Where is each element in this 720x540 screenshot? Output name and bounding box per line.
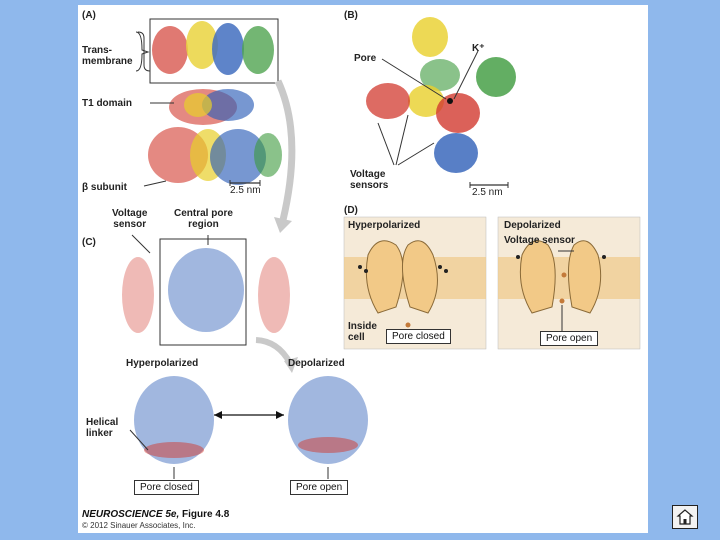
t1-domain-label: T1 domain <box>82 98 133 109</box>
panel-d-pore-open-label: Pore open <box>540 331 599 346</box>
voltage-sensors-label: Voltage sensors <box>350 169 389 191</box>
transmembrane-label: Trans- membrane <box>82 45 133 67</box>
panel-b-scale-label: 2.5 nm <box>472 187 503 198</box>
panel-c-depolarized-label: Depolarized <box>288 358 345 369</box>
panel-d-hyperpolarized-label: Hyperpolarized <box>348 220 421 231</box>
panel-d-schematics <box>343 216 641 350</box>
panel-d-letter: (D) <box>344 205 358 216</box>
panel-d-voltage-sensor-label: Voltage sensor <box>504 235 575 246</box>
panel-c-letter: (C) <box>82 237 96 248</box>
panel-d-depolarized-label: Depolarized <box>504 220 561 231</box>
panel-c-structure <box>122 234 368 479</box>
panel-b-structure <box>366 17 516 188</box>
figure-drawing <box>122 17 641 479</box>
home-button[interactable] <box>672 505 698 529</box>
voltage-sensor-label: Voltage sensor <box>112 208 148 230</box>
credit-figure: Figure 4.8 <box>182 509 230 520</box>
figure-panel: (A) Trans- membrane T1 domain β subunit … <box>78 5 648 533</box>
panel-a-structure <box>135 18 282 187</box>
home-icon <box>676 509 694 525</box>
panel-c-pore-open-label: Pore open <box>290 480 349 495</box>
copyright-text: © 2012 Sinauer Associates, Inc. <box>82 521 196 530</box>
panel-c-pore-closed-label: Pore closed <box>134 480 199 495</box>
panel-a-letter: (A) <box>82 10 96 21</box>
beta-subunit-label: β subunit <box>82 182 127 193</box>
panel-b-letter: (B) <box>344 10 358 21</box>
credit-title: NEUROSCIENCE 5e, <box>82 509 180 520</box>
panel-d-pore-closed-label: Pore closed <box>386 329 451 344</box>
helical-linker-label: Helical linker <box>86 417 119 439</box>
inside-cell-label: Inside cell <box>348 321 377 343</box>
pore-label: Pore <box>354 53 377 64</box>
panel-c-hyperpolarized-label: Hyperpolarized <box>126 358 199 369</box>
panel-a-scale-label: 2.5 nm <box>230 185 261 196</box>
k-ion-label: K⁺ <box>472 43 485 54</box>
central-pore-label: Central pore region <box>174 208 233 230</box>
figure-credit: NEUROSCIENCE 5e, Figure 4.8 <box>82 509 229 520</box>
